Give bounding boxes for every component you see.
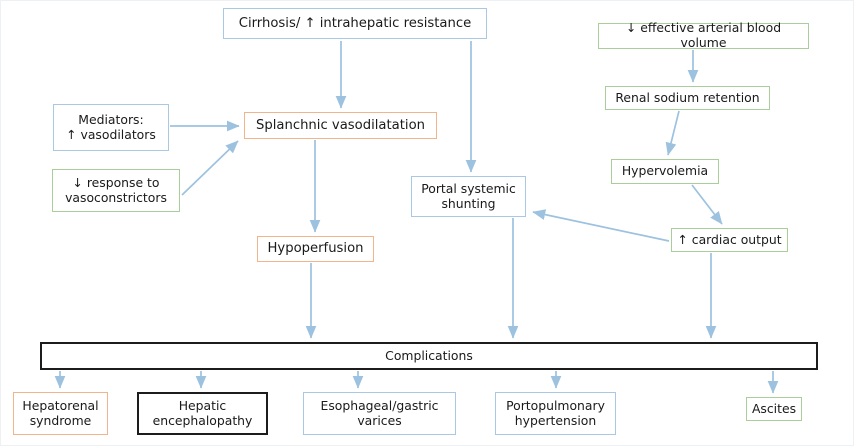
node-splanchnic-vasodilatation[interactable]: Splanchnic vasodilatation xyxy=(244,112,437,139)
node-renal-sodium-retention[interactable]: Renal sodium retention xyxy=(605,86,770,110)
node-cardiac-output[interactable]: ↑ cardiac output xyxy=(671,228,788,252)
node-complications[interactable]: Complications xyxy=(40,342,818,370)
node-portal-systemic-shunting[interactable]: Portal systemic shunting xyxy=(411,176,526,217)
edge-response-to-splanchnic xyxy=(181,140,239,196)
edge-cardiac-to-portal xyxy=(532,209,670,242)
node-hepatorenal-syndrome[interactable]: Hepatorenal syndrome xyxy=(13,392,108,435)
edge-hypervolemia-to-cardiac xyxy=(691,184,723,225)
node-cirrhosis[interactable]: Cirrhosis/ ↑ intrahepatic resistance xyxy=(223,8,487,39)
node-esophageal-gastric-varices[interactable]: Esophageal/gastric varices xyxy=(303,392,456,435)
node-hepatic-encephalopathy[interactable]: Hepatic encephalopathy xyxy=(137,392,268,435)
node-response-to-vasoconstrictors[interactable]: ↓ response to vasoconstrictors xyxy=(52,169,180,212)
node-mediators[interactable]: Mediators: ↑ vasodilators xyxy=(53,104,169,151)
node-portopulmonary-hypertension[interactable]: Portopulmonary hypertension xyxy=(495,392,616,435)
node-ascites[interactable]: Ascites xyxy=(746,397,802,421)
node-hypervolemia[interactable]: Hypervolemia xyxy=(611,159,719,184)
edge-renal-to-hypervolemia xyxy=(665,110,680,156)
node-hypoperfusion[interactable]: Hypoperfusion xyxy=(257,236,374,262)
node-effective-arterial-blood-volume[interactable]: ↓ effective arterial blood volume xyxy=(598,21,809,50)
